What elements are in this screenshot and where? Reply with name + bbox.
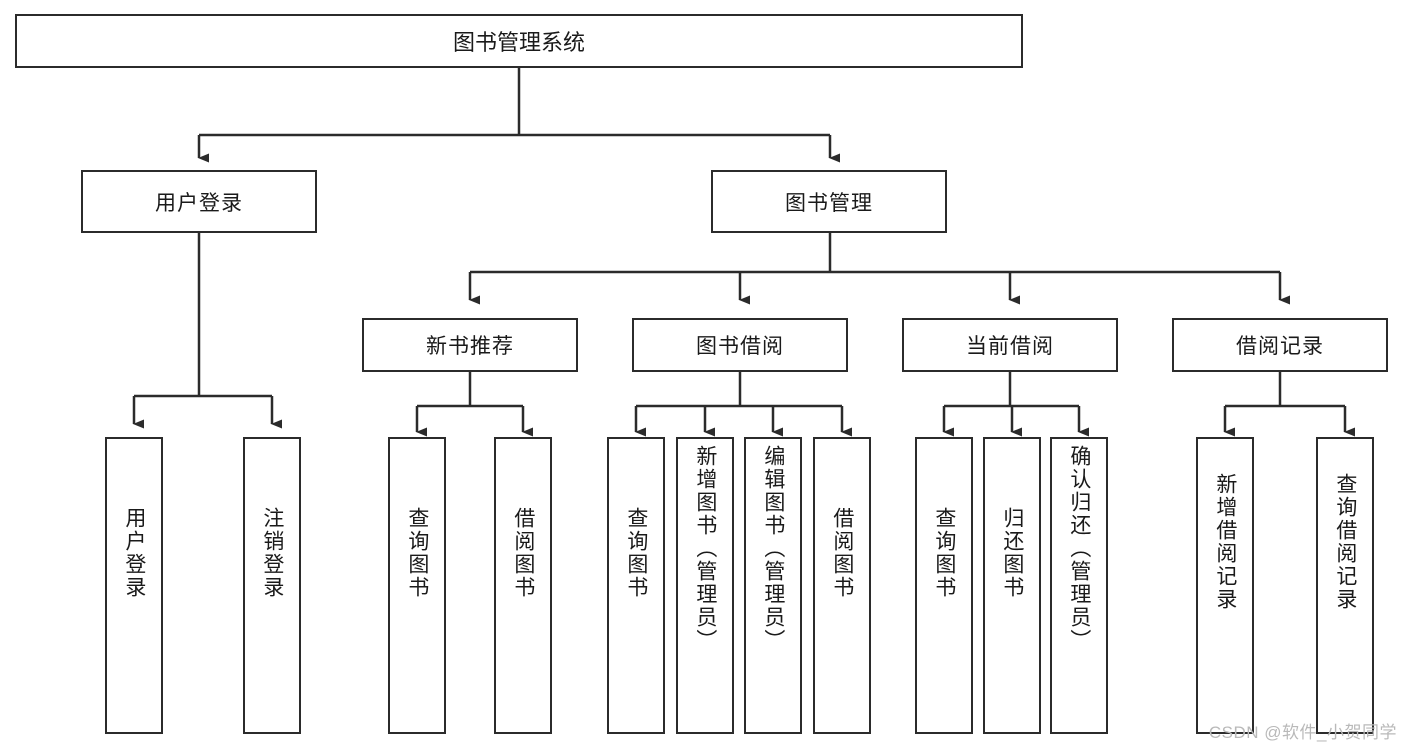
leaf-label: 查询图书	[932, 507, 956, 599]
node-book-borrow-label: 图书借阅	[696, 335, 784, 358]
leaf-user-login-logout[interactable]: 注销登录	[243, 437, 301, 734]
node-current-borrow[interactable]: 当前借阅	[902, 318, 1118, 372]
leaf-borrow-borrow-book[interactable]: 借阅图书	[813, 437, 871, 734]
node-user-login[interactable]: 用户登录	[81, 170, 317, 233]
leaf-borrow-edit-book[interactable]: 编辑图书（管理员）	[744, 437, 802, 734]
leaf-label: 借阅图书	[511, 507, 535, 599]
leaf-user-login-login[interactable]: 用户登录	[105, 437, 163, 734]
node-root[interactable]: 图书管理系统	[15, 14, 1023, 68]
node-user-login-label: 用户登录	[155, 191, 243, 215]
leaf-label: 借阅图书	[830, 507, 854, 599]
leaf-label: 注销登录	[260, 507, 284, 599]
leaf-current-query-book[interactable]: 查询图书	[915, 437, 973, 734]
node-book-management[interactable]: 图书管理	[711, 170, 947, 233]
leaf-record-add[interactable]: 新增借阅记录	[1196, 437, 1254, 734]
leaf-new-book-query[interactable]: 查询图书	[388, 437, 446, 734]
leaf-label: 用户登录	[122, 507, 146, 599]
leaf-borrow-query-book[interactable]: 查询图书	[607, 437, 665, 734]
leaf-new-book-borrow[interactable]: 借阅图书	[494, 437, 552, 734]
leaf-label: 新增借阅记录	[1213, 473, 1237, 611]
node-new-book-recommend-label: 新书推荐	[426, 335, 514, 358]
leaf-label: 编辑图书（管理员）	[761, 445, 785, 652]
node-new-book-recommend[interactable]: 新书推荐	[362, 318, 578, 372]
leaf-current-return-book[interactable]: 归还图书	[983, 437, 1041, 734]
leaf-label: 查询图书	[624, 507, 648, 599]
leaf-label: 查询借阅记录	[1333, 473, 1357, 611]
leaf-label: 归还图书	[1000, 507, 1024, 599]
leaf-label: 确认归还（管理员）	[1067, 445, 1091, 652]
leaf-current-confirm-return[interactable]: 确认归还（管理员）	[1050, 437, 1108, 734]
csdn-watermark: CSDN @软件_小贺同学	[1208, 723, 1397, 742]
node-book-management-label: 图书管理	[785, 191, 873, 215]
leaf-label: 新增图书（管理员）	[693, 445, 717, 652]
node-borrow-record-label: 借阅记录	[1236, 335, 1324, 358]
leaf-record-query[interactable]: 查询借阅记录	[1316, 437, 1374, 734]
node-book-borrow[interactable]: 图书借阅	[632, 318, 848, 372]
leaf-borrow-add-book[interactable]: 新增图书（管理员）	[676, 437, 734, 734]
node-current-borrow-label: 当前借阅	[966, 335, 1054, 358]
node-root-label: 图书管理系统	[452, 30, 585, 55]
leaf-label: 查询图书	[405, 507, 429, 599]
node-borrow-record[interactable]: 借阅记录	[1172, 318, 1388, 372]
